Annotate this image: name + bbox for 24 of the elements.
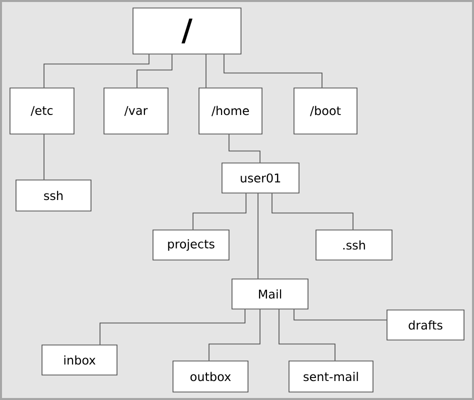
directory-box: projects: [152, 230, 230, 260]
connector-line: [208, 309, 260, 361]
directory-box: user01: [222, 162, 300, 194]
directory-box: outbox: [172, 360, 248, 392]
directory-box: .ssh: [316, 230, 392, 260]
directory-box: drafts: [386, 310, 464, 340]
connector-line: [224, 54, 322, 88]
root-directory-box: /: [132, 8, 242, 54]
connector-line: [136, 54, 172, 88]
connector-line: [228, 134, 260, 163]
connector-line: [44, 54, 150, 88]
connector-line: [192, 193, 246, 230]
directory-box: /var: [104, 88, 168, 134]
connector-line: [100, 309, 246, 345]
directory-box: inbox: [42, 344, 118, 376]
directory-box: /boot: [294, 88, 358, 134]
directory-box: /etc: [10, 88, 74, 134]
directory-box: ssh: [16, 180, 92, 212]
directory-box: /home: [198, 88, 262, 134]
connector-line: [294, 309, 387, 320]
directory-box: sent-mail: [288, 360, 374, 392]
connector-line: [278, 309, 336, 361]
directory-box: Mail: [232, 278, 308, 310]
connector-line: [272, 193, 354, 230]
